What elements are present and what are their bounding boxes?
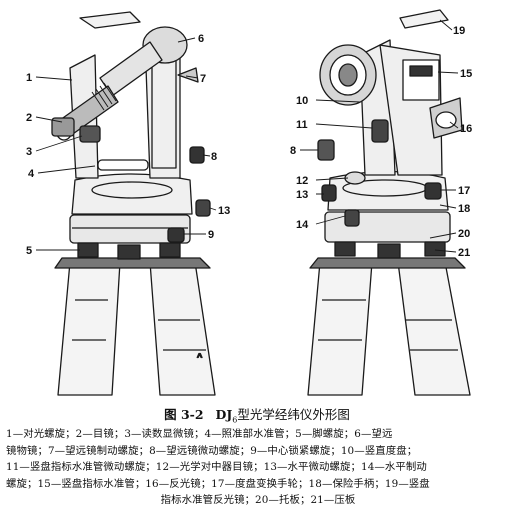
- legend-line-4: 螺旋；15—竖盘指标水准管；16—反光镜；17—度盘变换手轮；18—保险手柄；1…: [6, 477, 430, 490]
- legend-line-5: 指标水准管反光镜；20—托板；21—压板: [160, 494, 356, 507]
- figure-number: 图 3-2: [164, 407, 204, 422]
- legend-text: 1—对光螺旋；2—目镜；3—读数显微镜；4—照准部水准管；5—脚螺旋；6—望远 …: [6, 426, 510, 509]
- callout-20: 20: [458, 228, 470, 240]
- svg-text:^: ^: [197, 352, 203, 362]
- callout-18: 18: [458, 203, 470, 215]
- callout-21: 21: [458, 247, 470, 259]
- callout-2: 2: [26, 112, 32, 124]
- callout-8-right: 8: [290, 145, 296, 157]
- callout-3: 3: [26, 146, 32, 158]
- callout-4: 4: [28, 168, 35, 180]
- theodolite-figure: ^: [26, 9, 472, 396]
- callout-9: 9: [208, 229, 214, 241]
- model-name: DJ: [215, 407, 233, 422]
- callout-14: 14: [296, 219, 309, 231]
- callout-10: 10: [296, 95, 308, 107]
- callout-7: 7: [200, 73, 206, 85]
- legend-line-2: 镜物镜；7—望远镜制动螺旋；8—望远镜微动螺旋；9—中心锁紧螺旋；10—竖直度盘…: [6, 444, 418, 457]
- legend-line-3: 11—竖盘指标水准管微动螺旋；12—光学对中器目镜；13—水平微动螺旋；14—水…: [6, 461, 427, 474]
- right-theodolite-drawing: [300, 9, 471, 396]
- left-callout-numbers: 1 2 3 4 5 6 7 8 9 13: [26, 33, 230, 257]
- legend-line-1: 1—对光螺旋；2—目镜；3—读数显微镜；4—照准部水准管；5—脚螺旋；6—望远: [6, 428, 393, 440]
- callout-8-left: 8: [211, 151, 217, 163]
- callout-15: 15: [460, 68, 472, 80]
- model-subscript: 6: [232, 415, 238, 425]
- callout-11: 11: [296, 119, 308, 131]
- callout-17: 17: [458, 185, 470, 197]
- callout-19: 19: [453, 25, 465, 37]
- callout-1: 1: [26, 72, 32, 84]
- figure-caption: 图 3-2 DJ6型光学经纬仪外形图 1—对光螺旋；2—目镜；3—读数显微镜；4…: [0, 400, 514, 510]
- callout-6: 6: [198, 33, 204, 45]
- left-theodolite-drawing: ^: [35, 11, 217, 396]
- callout-13-left: 13: [218, 205, 230, 217]
- callout-13-right: 13: [296, 189, 308, 201]
- figure-title: 图 3-2 DJ6型光学经纬仪外形图: [0, 404, 514, 425]
- callout-16: 16: [460, 123, 472, 135]
- right-callout-numbers: 19 15 10 11 16 8 12 17 13 18 14 20 21: [290, 25, 472, 259]
- callout-5: 5: [26, 245, 32, 257]
- figure-title-text: 型光学经纬仪外形图: [237, 407, 350, 422]
- callout-12: 12: [296, 175, 308, 187]
